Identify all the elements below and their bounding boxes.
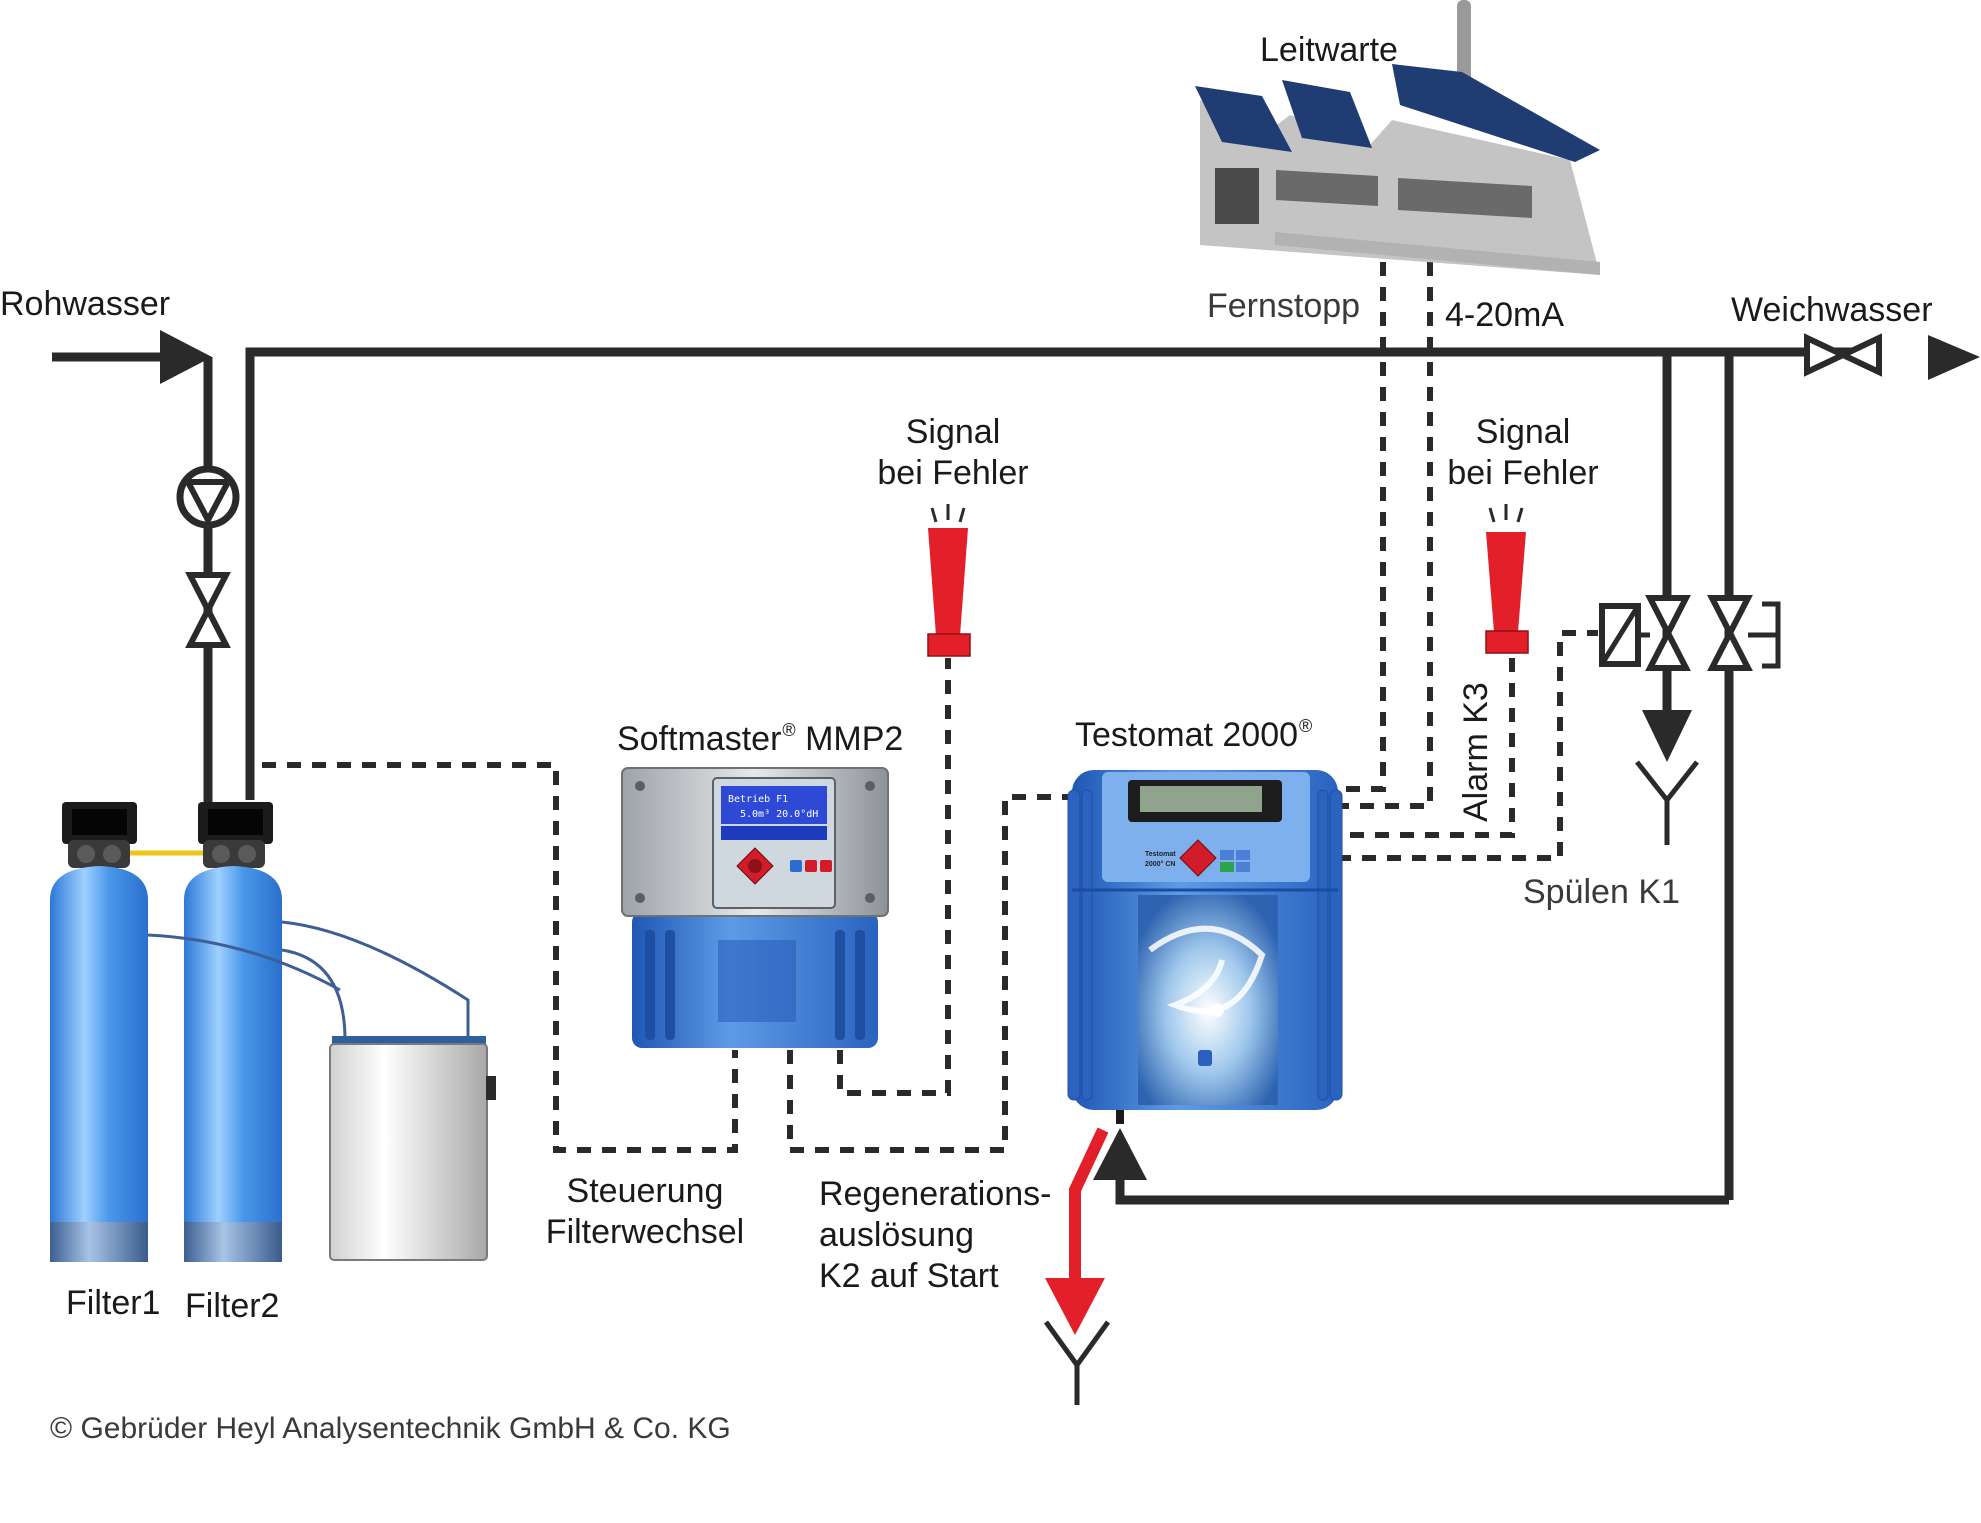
filter1-head — [62, 802, 137, 868]
error-lamp-1-icon — [927, 504, 971, 657]
outlet-valve-icon — [1804, 333, 1882, 377]
label-spuelen-k1: Spülen K1 — [1523, 873, 1680, 911]
label-testomat: Testomat 2000® — [1075, 706, 1312, 756]
copyright-notice: © Gebrüder Heyl Analysentechnik GmbH & C… — [50, 1412, 731, 1445]
brine-tank — [147, 920, 496, 1261]
label-steuerung-line2: Filterwechsel — [545, 1213, 745, 1251]
label-filter2: Filter2 — [185, 1287, 280, 1325]
pipework — [52, 347, 1880, 1205]
label-regeneration: Regenerations- auslösung K2 auf Start — [819, 1174, 1051, 1297]
soft-water-arrow — [1928, 335, 1980, 380]
label-regen-line2: auslösung — [819, 1216, 975, 1254]
label-alarm-k3: Alarm K3 — [1457, 682, 1495, 822]
label-steuerung-filterwechsel: Steuerung Filterwechsel — [530, 1171, 760, 1253]
raw-water-arrow-head — [160, 330, 212, 384]
signal-lines — [262, 262, 1598, 1153]
label-leitwarte: Leitwarte — [1260, 31, 1398, 69]
softmaster-display-line2: 5.0m³ 20.0°dH — [740, 809, 818, 820]
testomat-name: Testomat 2000 — [1075, 716, 1299, 754]
label-signal-1-line1: Signal — [905, 413, 1001, 451]
rinse-valve-icon — [1599, 595, 1691, 671]
error-lamp-2-icon — [1485, 504, 1529, 654]
label-filter1: Filter1 — [66, 1284, 161, 1322]
label-fernstopp: Fernstopp — [1207, 287, 1361, 325]
softmaster-registered-mark: ® — [782, 720, 796, 740]
label-regen-line1: Regenerations- — [819, 1175, 1052, 1213]
sample-valve-icon — [1707, 595, 1781, 671]
softmaster-controller: Betrieb F1 5.0m³ 20.0°dH — [621, 767, 889, 1048]
label-steuerung-line1: Steuerung — [566, 1172, 724, 1210]
sample-inlet-arrow — [1093, 1128, 1147, 1180]
control-room-building-icon — [1195, 0, 1600, 275]
testomat-drain-arrow — [1045, 1278, 1105, 1335]
pump-icon — [176, 465, 240, 529]
label-signal-1-line2: bei Fehler — [877, 454, 1029, 492]
filter1-vessel — [50, 866, 148, 1262]
rinse-drain-arrow — [1642, 710, 1692, 762]
softmaster-model: MMP2 — [805, 720, 904, 758]
inlet-valve-icon — [185, 572, 231, 648]
softmaster-name: Softmaster — [617, 720, 782, 758]
softmaster-display-line1: Betrieb F1 — [728, 794, 788, 805]
testomat-panel-brand: Testomat — [1145, 851, 1176, 858]
label-rohwasser: Rohwasser — [0, 285, 171, 323]
label-signal-1: Signal bei Fehler — [863, 412, 1043, 494]
testomat-registered-mark: ® — [1299, 716, 1313, 736]
label-signal-2-line1: Signal — [1475, 413, 1571, 451]
testomat-panel-model: 2000° CN — [1145, 860, 1175, 868]
testomat-drain-icon — [1043, 1320, 1111, 1405]
filter2-vessel — [184, 866, 282, 1262]
filter2-head — [198, 802, 273, 868]
rinse-drain-icon — [1635, 760, 1699, 845]
label-4-20ma: 4-20mA — [1445, 296, 1565, 334]
testomat-analyzer: Testomat 2000° CN — [1067, 770, 1343, 1124]
label-signal-2-line2: bei Fehler — [1447, 454, 1599, 492]
label-regen-line3: K2 auf Start — [819, 1257, 999, 1295]
label-weichwasser: Weichwasser — [1731, 291, 1933, 329]
label-signal-2: Signal bei Fehler — [1433, 412, 1613, 494]
label-softmaster: Softmaster® MMP2 — [617, 710, 903, 760]
testomat-drain-line — [1069, 1127, 1109, 1285]
